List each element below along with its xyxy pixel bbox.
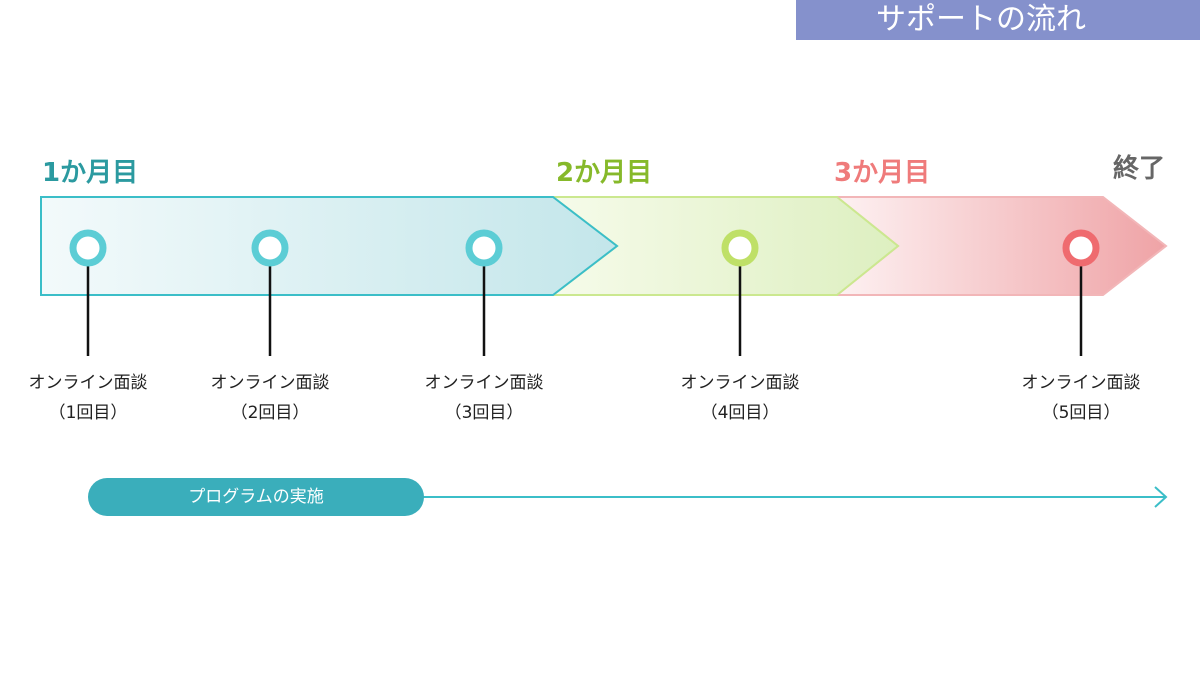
page-title: サポートの流れ bbox=[796, 0, 1200, 40]
meeting-marker-2 bbox=[251, 229, 289, 267]
meeting-marker-4 bbox=[721, 229, 759, 267]
meeting-label-5: オンライン面談（5回目） bbox=[1021, 373, 1141, 423]
meeting-label-4: オンライン面談（4回目） bbox=[680, 373, 800, 423]
end-label: 終了 bbox=[1113, 154, 1166, 184]
meeting-marker-3 bbox=[465, 229, 503, 267]
month-1-arrow bbox=[40, 196, 619, 296]
month-1-label: 1か月目 bbox=[42, 158, 139, 188]
meeting-marker-5 bbox=[1062, 229, 1100, 267]
arrow-head-icon bbox=[1154, 486, 1168, 508]
meeting-label-1: オンライン面談（1回目） bbox=[28, 373, 148, 423]
meeting-label-2: オンライン面談（2回目） bbox=[210, 373, 330, 423]
month-2-label: 2か月目 bbox=[556, 158, 653, 188]
meeting-label-3: オンライン面談（3回目） bbox=[424, 373, 544, 423]
meeting-marker-1 bbox=[69, 229, 107, 267]
month-3-label: 3か月目 bbox=[834, 158, 931, 188]
program-pill: プログラムの実施 bbox=[88, 478, 424, 516]
